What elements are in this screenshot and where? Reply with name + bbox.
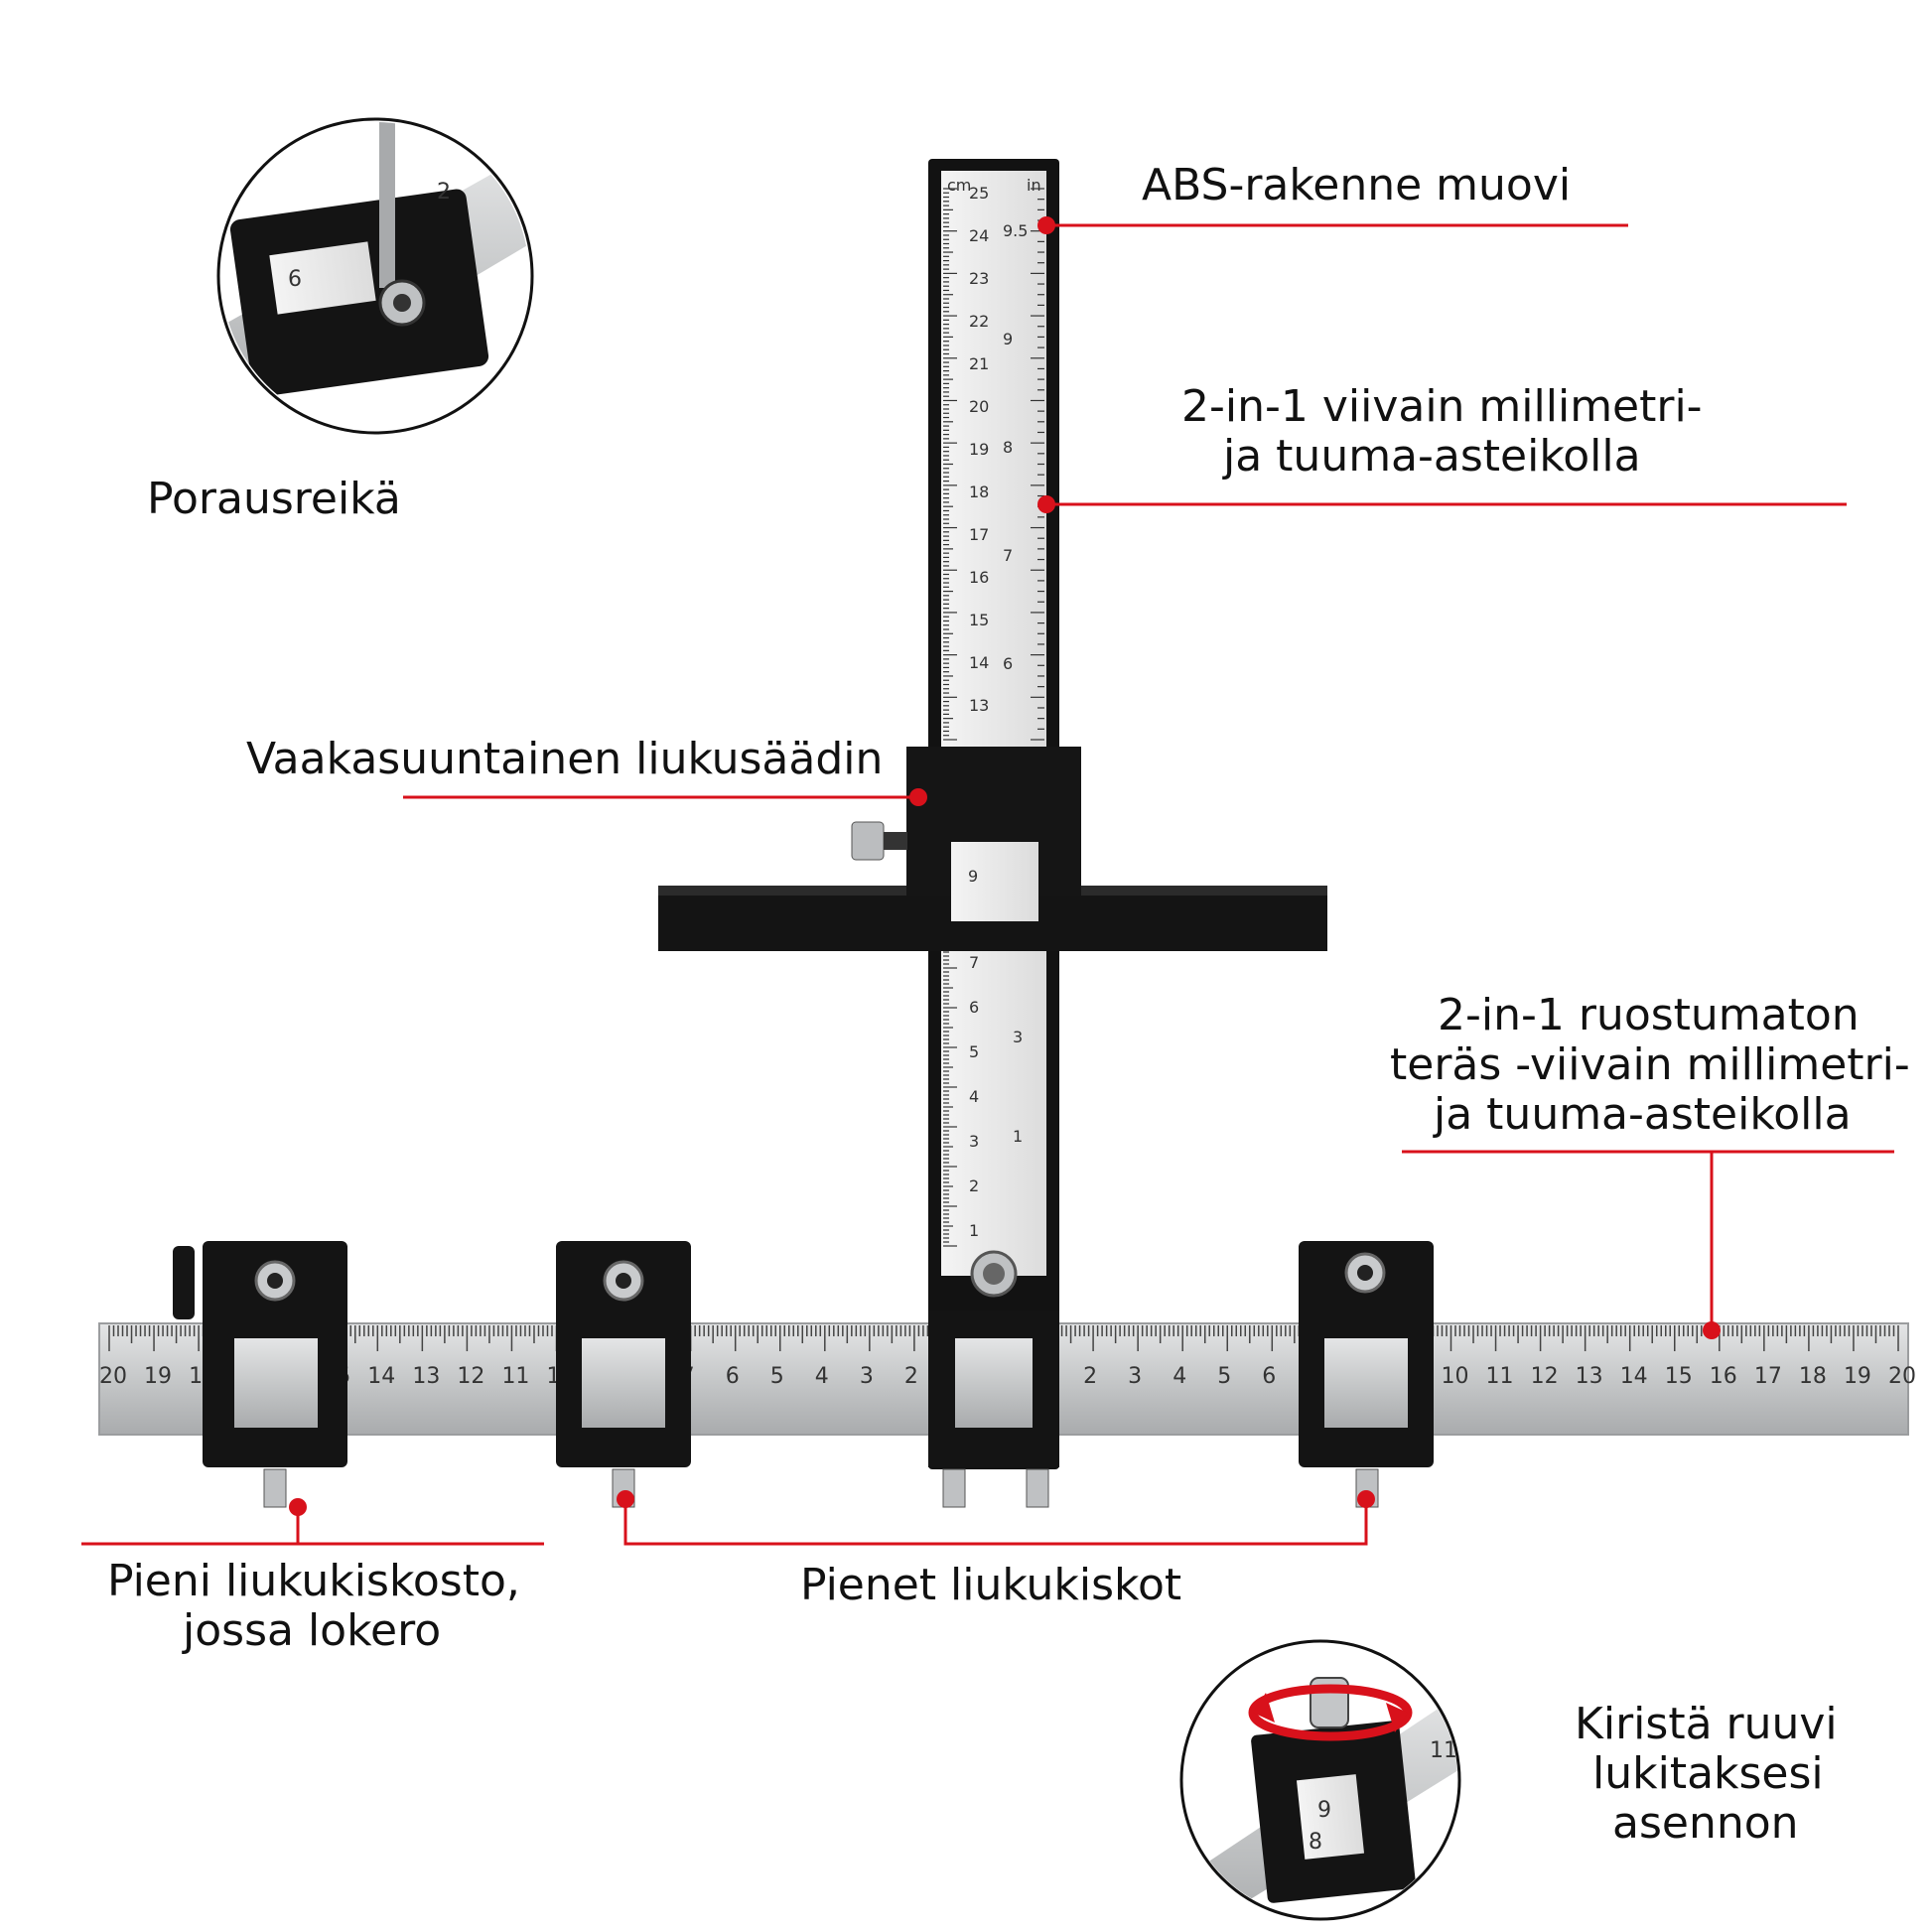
- label-tighten-line3: asennon: [1612, 1798, 1799, 1849]
- steel-ruler-label: 3: [1128, 1364, 1142, 1389]
- steel-ruler-label: 13: [1576, 1364, 1603, 1389]
- steel-ruler-label: 13: [412, 1364, 440, 1389]
- callout-dots: [289, 216, 1721, 1516]
- slide-block-left: [173, 1241, 347, 1508]
- vertical-cm-label: 5: [969, 1042, 979, 1061]
- unit-cm-label: cm: [947, 176, 971, 195]
- steel-ruler-label: 12: [457, 1364, 484, 1389]
- vertical-cm-label: 7: [969, 953, 979, 972]
- steel-ruler-label: 3: [860, 1364, 874, 1389]
- vertical-cm-label: 17: [969, 525, 989, 544]
- vertical-cm-label: 2: [969, 1176, 979, 1195]
- vertical-cm-label: 21: [969, 354, 989, 373]
- label-small-slide-line2: jossa lokero: [183, 1605, 442, 1656]
- steel-ruler-label: 20: [99, 1364, 127, 1389]
- label-horizontal-slider: Vaakasuuntainen liukusäädin: [246, 734, 884, 784]
- tighten-screw-inset: 9 8 11 12: [1179, 1639, 1492, 1921]
- label-small-slides: Pienet liukukiskot: [800, 1560, 1182, 1610]
- steel-ruler-label: 19: [1844, 1364, 1871, 1389]
- vertical-in-label: 9: [1003, 330, 1013, 348]
- steel-ruler-label: 4: [815, 1364, 829, 1389]
- svg-text:9: 9: [968, 867, 978, 886]
- vertical-cm-label: 19: [969, 440, 989, 459]
- slide-block-center: [928, 1311, 1059, 1508]
- slide-block-right: [1299, 1241, 1434, 1508]
- label-steel-line3: ja tuuma-asteikolla: [1434, 1089, 1852, 1140]
- steel-ruler-label: 10: [1442, 1364, 1469, 1389]
- steel-ruler-label: 5: [770, 1364, 784, 1389]
- slide-block-middle: [556, 1241, 691, 1508]
- steel-ruler-label: 6: [726, 1364, 740, 1389]
- svg-text:6: 6: [288, 267, 302, 292]
- label-abs: ABS-rakenne muovi: [1142, 160, 1572, 210]
- steel-ruler-label: 19: [144, 1364, 172, 1389]
- vertical-in-label: 3: [1013, 1028, 1023, 1046]
- vertical-cm-label: 23: [969, 269, 989, 288]
- steel-ruler-label: 2: [904, 1364, 918, 1389]
- vertical-cm-label: 6: [969, 998, 979, 1017]
- callout-lines: [81, 223, 1894, 1546]
- vertical-cm-label: 22: [969, 312, 989, 331]
- label-ruler-2in1-line2: ja tuuma-asteikolla: [1223, 431, 1641, 482]
- steel-ruler-label: 20: [1888, 1364, 1916, 1389]
- steel-ruler-label: 6: [1262, 1364, 1276, 1389]
- vertical-cm-label: 1: [969, 1221, 979, 1240]
- label-tighten-line2: lukitaksesi: [1592, 1748, 1824, 1799]
- label-small-slide-line1: Pieni liukukiskosto,: [107, 1556, 520, 1606]
- vertical-cm-label: 14: [969, 653, 989, 672]
- vertical-cm-label: 20: [969, 397, 989, 416]
- vertical-cm-label: 4: [969, 1087, 979, 1106]
- label-steel-line1: 2-in-1 ruostumaton: [1438, 990, 1860, 1040]
- vertical-cm-label: 3: [969, 1132, 979, 1151]
- steel-ruler-label: 14: [367, 1364, 395, 1389]
- label-ruler-2in1-line1: 2-in-1 viivain millimetri-: [1181, 381, 1703, 432]
- vertical-in-label: 7: [1003, 546, 1013, 565]
- svg-text:12: 12: [1464, 1719, 1492, 1743]
- steel-ruler-label: 18: [1799, 1364, 1827, 1389]
- steel-ruler-label: 17: [1754, 1364, 1782, 1389]
- vertical-cm-label: 18: [969, 483, 989, 501]
- steel-ruler-label: 15: [1665, 1364, 1693, 1389]
- steel-ruler-label: 11: [1486, 1364, 1514, 1389]
- steel-ruler-label: 4: [1173, 1364, 1186, 1389]
- vertical-ruler: cmin252423222120191817161514139.59876576…: [928, 159, 1059, 1469]
- steel-ruler-label: 12: [1531, 1364, 1559, 1389]
- steel-ruler-label: 14: [1620, 1364, 1648, 1389]
- steel-ruler-label: 2: [1083, 1364, 1097, 1389]
- label-tighten-line1: Kiristä ruuvi: [1575, 1699, 1838, 1749]
- svg-text:9: 9: [1317, 1798, 1331, 1823]
- vertical-cm-label: 24: [969, 226, 989, 245]
- unit-in-label: in: [1027, 176, 1041, 195]
- vertical-in-label: 6: [1003, 654, 1013, 673]
- steel-ruler-label: 11: [501, 1364, 529, 1389]
- vertical-cm-label: 16: [969, 568, 989, 587]
- drill-hole-inset: 6 2: [216, 117, 534, 435]
- steel-ruler-label: 16: [1710, 1364, 1737, 1389]
- vertical-in-label: 1: [1013, 1127, 1023, 1146]
- svg-text:8: 8: [1309, 1830, 1322, 1855]
- label-steel-line2: teräs -viivain millimetri-: [1390, 1039, 1910, 1090]
- steel-ruler-label: 5: [1217, 1364, 1231, 1389]
- label-drill-hole: Porausreikä: [147, 474, 401, 524]
- vertical-in-label: 8: [1003, 438, 1013, 457]
- vertical-in-label: 9.5: [1003, 221, 1028, 240]
- horizontal-slider: 9: [658, 747, 1327, 951]
- vertical-cm-label: 25: [969, 184, 989, 203]
- vertical-cm-label: 15: [969, 611, 989, 629]
- vertical-cm-label: 13: [969, 696, 989, 715]
- svg-text:2: 2: [437, 180, 451, 205]
